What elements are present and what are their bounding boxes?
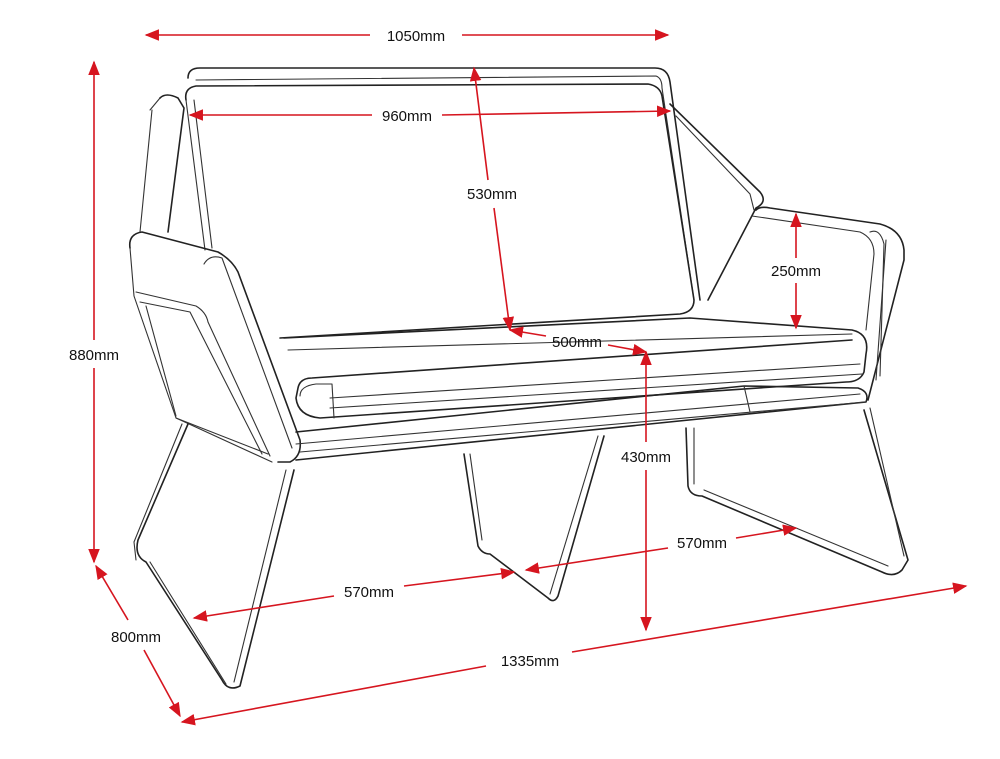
label-leg-span-front: 570mm: [344, 584, 394, 601]
dim-seat-back-width-right: [441, 105, 672, 117]
dimension-labels: 1050mm 960mm 530mm 250mm 500mm 430mm 880…: [69, 28, 821, 670]
dim-backrest-height-top: [469, 66, 489, 181]
dim-overall-length-left: [180, 665, 487, 726]
seat-frame-rail: [295, 385, 868, 461]
right-armrest: [755, 206, 905, 401]
label-overall-height: 880mm: [69, 347, 119, 364]
label-overall-width: 1050mm: [387, 28, 445, 45]
label-seat-height: 430mm: [621, 449, 671, 466]
backrest-cushion: [184, 83, 695, 339]
label-armrest-height: 250mm: [771, 263, 821, 280]
label-overall-depth: 800mm: [111, 629, 161, 646]
label-leg-span-side: 570mm: [677, 535, 727, 552]
dim-leg-span-side-left: [524, 547, 669, 574]
seat-cushion: [283, 317, 868, 419]
right-rear-leg: [685, 409, 909, 576]
right-back-frame: [669, 103, 764, 301]
label-seat-depth: 500mm: [552, 334, 602, 351]
dimension-lines: [88, 29, 968, 726]
dim-overall-depth-bottom: [143, 649, 181, 718]
left-front-leg: [136, 423, 295, 689]
dim-leg-span-front-left: [192, 595, 335, 622]
dim-backrest-height-bottom: [493, 207, 515, 332]
dim-leg-span-front-right: [403, 567, 516, 587]
label-overall-length: 1335mm: [501, 653, 559, 670]
dim-overall-length-right: [571, 582, 968, 653]
backrest-frame: [187, 67, 701, 301]
dim-seat-depth-left: [508, 326, 547, 338]
dim-seat-depth-right: [607, 343, 648, 356]
dim-overall-depth-top: [95, 564, 129, 621]
center-leg: [463, 435, 605, 602]
label-backrest-height: 530mm: [467, 186, 517, 203]
label-seat-back-width: 960mm: [382, 108, 432, 125]
left-armrest: [128, 231, 302, 463]
left-back-frame: [159, 94, 185, 233]
sofa-drawing: [128, 67, 909, 689]
dim-leg-span-side-right: [735, 524, 798, 539]
